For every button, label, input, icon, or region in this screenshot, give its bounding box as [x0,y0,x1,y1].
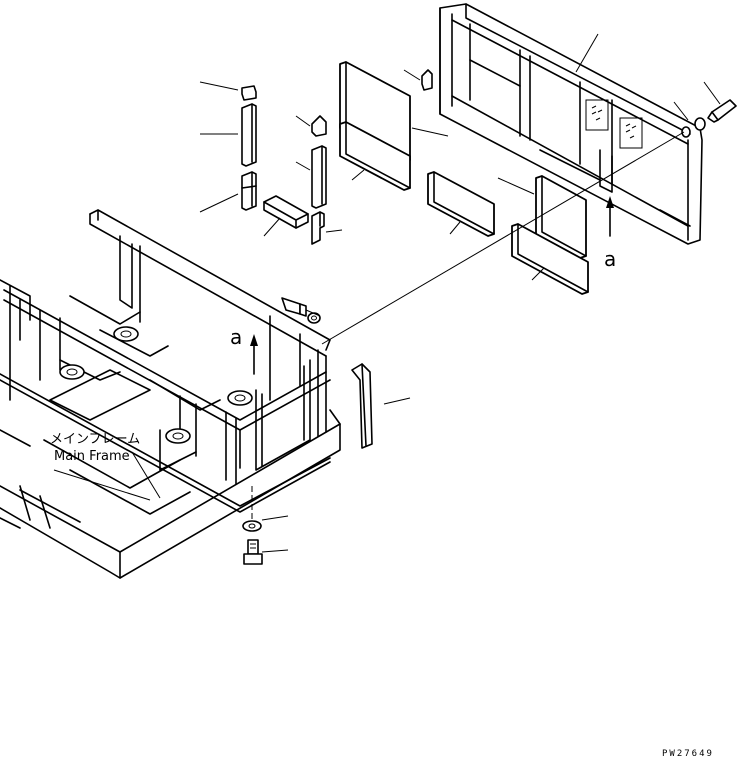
view-mark-right: a [604,247,616,271]
view-mark-left: a [230,325,242,349]
bolt-bottom [243,539,263,565]
view-arrow-left [250,334,258,375]
pad-lower-right [511,223,589,295]
rubber-stopper-top [421,69,433,91]
drawing-number: PW27649 [662,749,714,759]
main-frame-label-jp: メインフレーム [50,432,140,447]
alignment-line [321,131,685,345]
main-frame-label-en: Main Frame [54,449,130,464]
tall-block-1 [241,103,257,167]
view-arrow-right [606,196,614,237]
bolt-middle [281,297,321,324]
small-block-2 [311,115,327,137]
pad-lower-left [339,121,411,191]
main-frame-callout [53,451,161,501]
rear-wall-panel [439,3,703,245]
short-block-2 [311,211,325,245]
side-trim [351,363,373,449]
flat-block [263,195,309,229]
small-block-top [241,85,257,101]
washer-bottom [242,520,262,532]
leader-lines [199,33,721,553]
tall-block-2 [311,145,327,209]
bolt-top-right [681,99,737,138]
pad-middle [427,171,495,237]
main-frame [0,209,341,579]
short-block-1 [241,171,257,211]
